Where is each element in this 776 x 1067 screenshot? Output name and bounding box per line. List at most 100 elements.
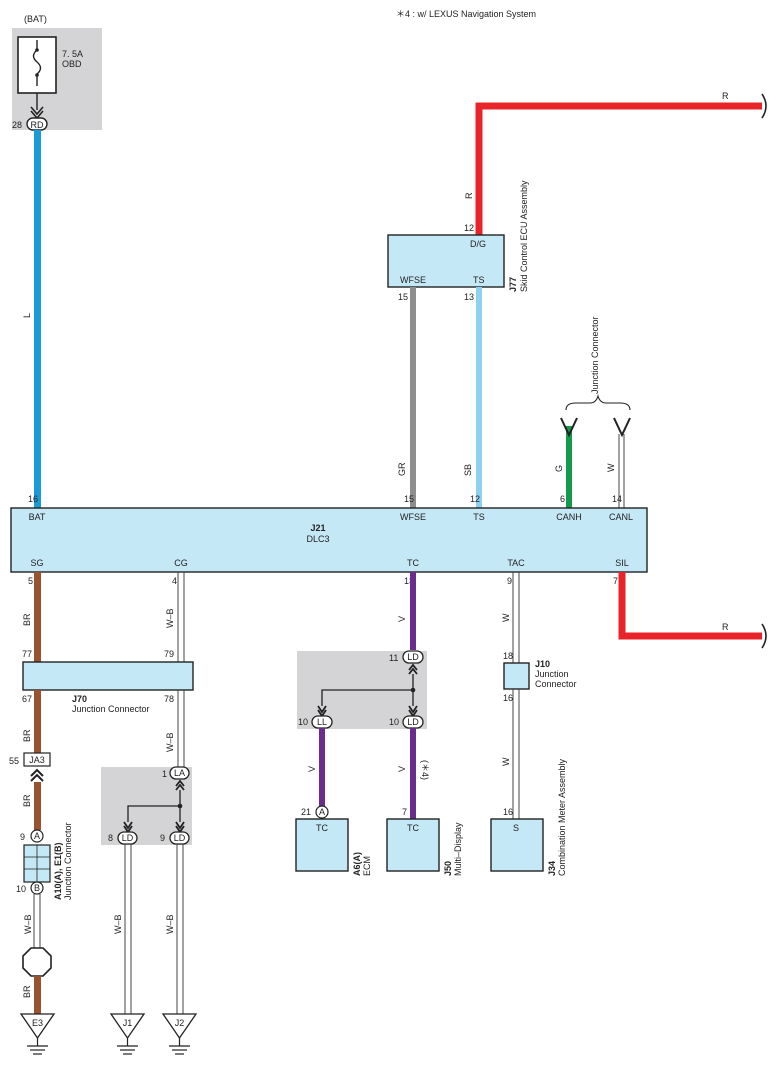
wire-sb-label: SB — [463, 464, 473, 476]
ld-bottom-connector-label: LD — [407, 717, 419, 727]
j10-junction-connector — [503, 662, 530, 690]
fuse-name: OBD — [62, 59, 82, 69]
j21-pin-number: 7 — [613, 576, 618, 586]
wire-r-sil — [618, 572, 762, 640]
ja3-pin-number: 55 — [9, 756, 19, 766]
navigation-note: ＊4 : w/ LEXUS Navigation System — [396, 9, 536, 19]
j50-note: (＊4) — [420, 760, 430, 780]
canh-arrow-icon — [560, 417, 578, 438]
wire-r-sil-label: R — [722, 622, 729, 632]
ja3-chevron-icon — [30, 768, 44, 782]
ground-e3-label: E3 — [32, 1018, 43, 1028]
fuse-icon — [32, 40, 42, 86]
ja3-connector — [23, 752, 51, 767]
j21-pin-tc: TC — [407, 558, 419, 568]
wire-r-top — [475, 102, 762, 235]
a10-conn-b — [30, 881, 44, 895]
wire-br-e3 — [34, 976, 41, 1014]
j10-name: Junction — [535, 669, 569, 679]
wire-br-ja3-a10 — [34, 782, 41, 830]
j21-pin-canh: CANH — [556, 512, 582, 522]
j50-pin-tc: TC — [407, 823, 419, 833]
la-connector-label: LA — [174, 768, 185, 778]
wire-gr-wfse — [410, 287, 416, 508]
j50-code: J50 — [443, 861, 453, 876]
a6-pin-number: 21 — [301, 807, 311, 817]
j70-pin-79: 79 — [164, 649, 174, 659]
la-arrow-icon — [175, 779, 185, 791]
j21-pin-number: 15 — [404, 494, 414, 504]
j77-pin-wfse-number: 15 — [398, 292, 408, 302]
wire-sb-ts — [476, 287, 482, 508]
j77-pin-wfse: WFSE — [400, 275, 426, 285]
wire-v-label-1: V — [397, 616, 407, 622]
ld-top-pin-11: 11 — [389, 653, 398, 663]
fuse-terminal-icon — [35, 73, 39, 77]
fuse-source: (BAT) — [24, 14, 47, 24]
fuse-rating: 7. 5A — [62, 49, 83, 59]
ground-e3 — [19, 1013, 56, 1055]
a10-pin-9: 9 — [20, 832, 25, 842]
wire-g-canh — [566, 426, 572, 508]
a10-pin-10: 10 — [16, 884, 26, 894]
j34-combination-meter — [490, 818, 544, 872]
ground-j1-triangle — [109, 1013, 146, 1040]
wire-break-icon-2 — [761, 623, 767, 649]
a10-conn-a-label: A — [34, 831, 40, 841]
j21-pin-tac: TAC — [507, 558, 525, 568]
j21-pin-number: 9 — [507, 576, 512, 586]
wire-w-label-2: W — [501, 757, 511, 766]
j50-multi-display — [386, 818, 440, 872]
ld-top-arrow-icon — [408, 663, 418, 675]
la-branch — [127, 805, 180, 822]
fuse-terminal-icon — [35, 48, 39, 52]
j77-pin-dg-number: 12 — [464, 223, 474, 233]
fuse-pin-number: 28 — [12, 120, 22, 130]
j77-pin-ts: TS — [473, 275, 485, 285]
j77-pin-ts-number: 13 — [464, 292, 474, 302]
a10-code: A10(A), E1(B) — [53, 842, 63, 900]
ll-branch — [321, 689, 413, 706]
ld-pin-8: 8 — [108, 833, 113, 843]
wire-w-label: W — [606, 463, 616, 472]
j50-pin-number: 7 — [402, 807, 407, 817]
j50-name: Multi–Display — [453, 822, 463, 876]
la-pin-1: 1 — [162, 769, 167, 779]
wire-break-icon — [761, 93, 767, 119]
ld-connector-1 — [117, 831, 138, 845]
j70-pin-77: 77 — [22, 649, 32, 659]
j21-pin-sg: SG — [30, 558, 43, 568]
ld-pin-9: 9 — [160, 833, 165, 843]
wire-br-label-4: BR — [22, 985, 32, 998]
wire-v-ecm — [319, 728, 325, 807]
wire-r-vertical-label: R — [464, 192, 474, 199]
wire-br-sg — [34, 572, 41, 662]
wire-wb-label-j1: W–B — [113, 914, 123, 934]
j21-pin-ts: TS — [473, 512, 485, 522]
wire-br-label-2: BR — [22, 729, 32, 742]
a6-connector-label: A — [319, 807, 325, 817]
ld-connector-2 — [169, 831, 190, 845]
j10-pin-18: 18 — [503, 651, 513, 661]
ground-j2-label: J2 — [175, 1018, 185, 1028]
la-junction-dot — [177, 803, 183, 809]
j21-pin-canl: CANL — [609, 512, 633, 522]
j21-name: DLC3 — [306, 534, 329, 544]
wire-v-tc — [410, 572, 416, 650]
j21-pin-number: 6 — [560, 494, 565, 504]
a6-name: ECM — [362, 856, 372, 876]
can-junction-connector-name: Junction Connector — [590, 316, 600, 394]
wire-g-label: G — [554, 465, 564, 472]
a6-code: A6(A) — [352, 852, 362, 876]
wire-wb-label-a10: W–B — [23, 914, 33, 934]
a6-ecm — [295, 818, 349, 872]
a6-connector — [315, 805, 329, 819]
wire-wb-label-j2: W–B — [165, 914, 175, 934]
ground-e3-triangle — [19, 1013, 56, 1040]
j21-pin-number: 4 — [172, 576, 177, 586]
ld-top-connector — [402, 650, 424, 664]
j34-code: J34 — [547, 861, 557, 876]
